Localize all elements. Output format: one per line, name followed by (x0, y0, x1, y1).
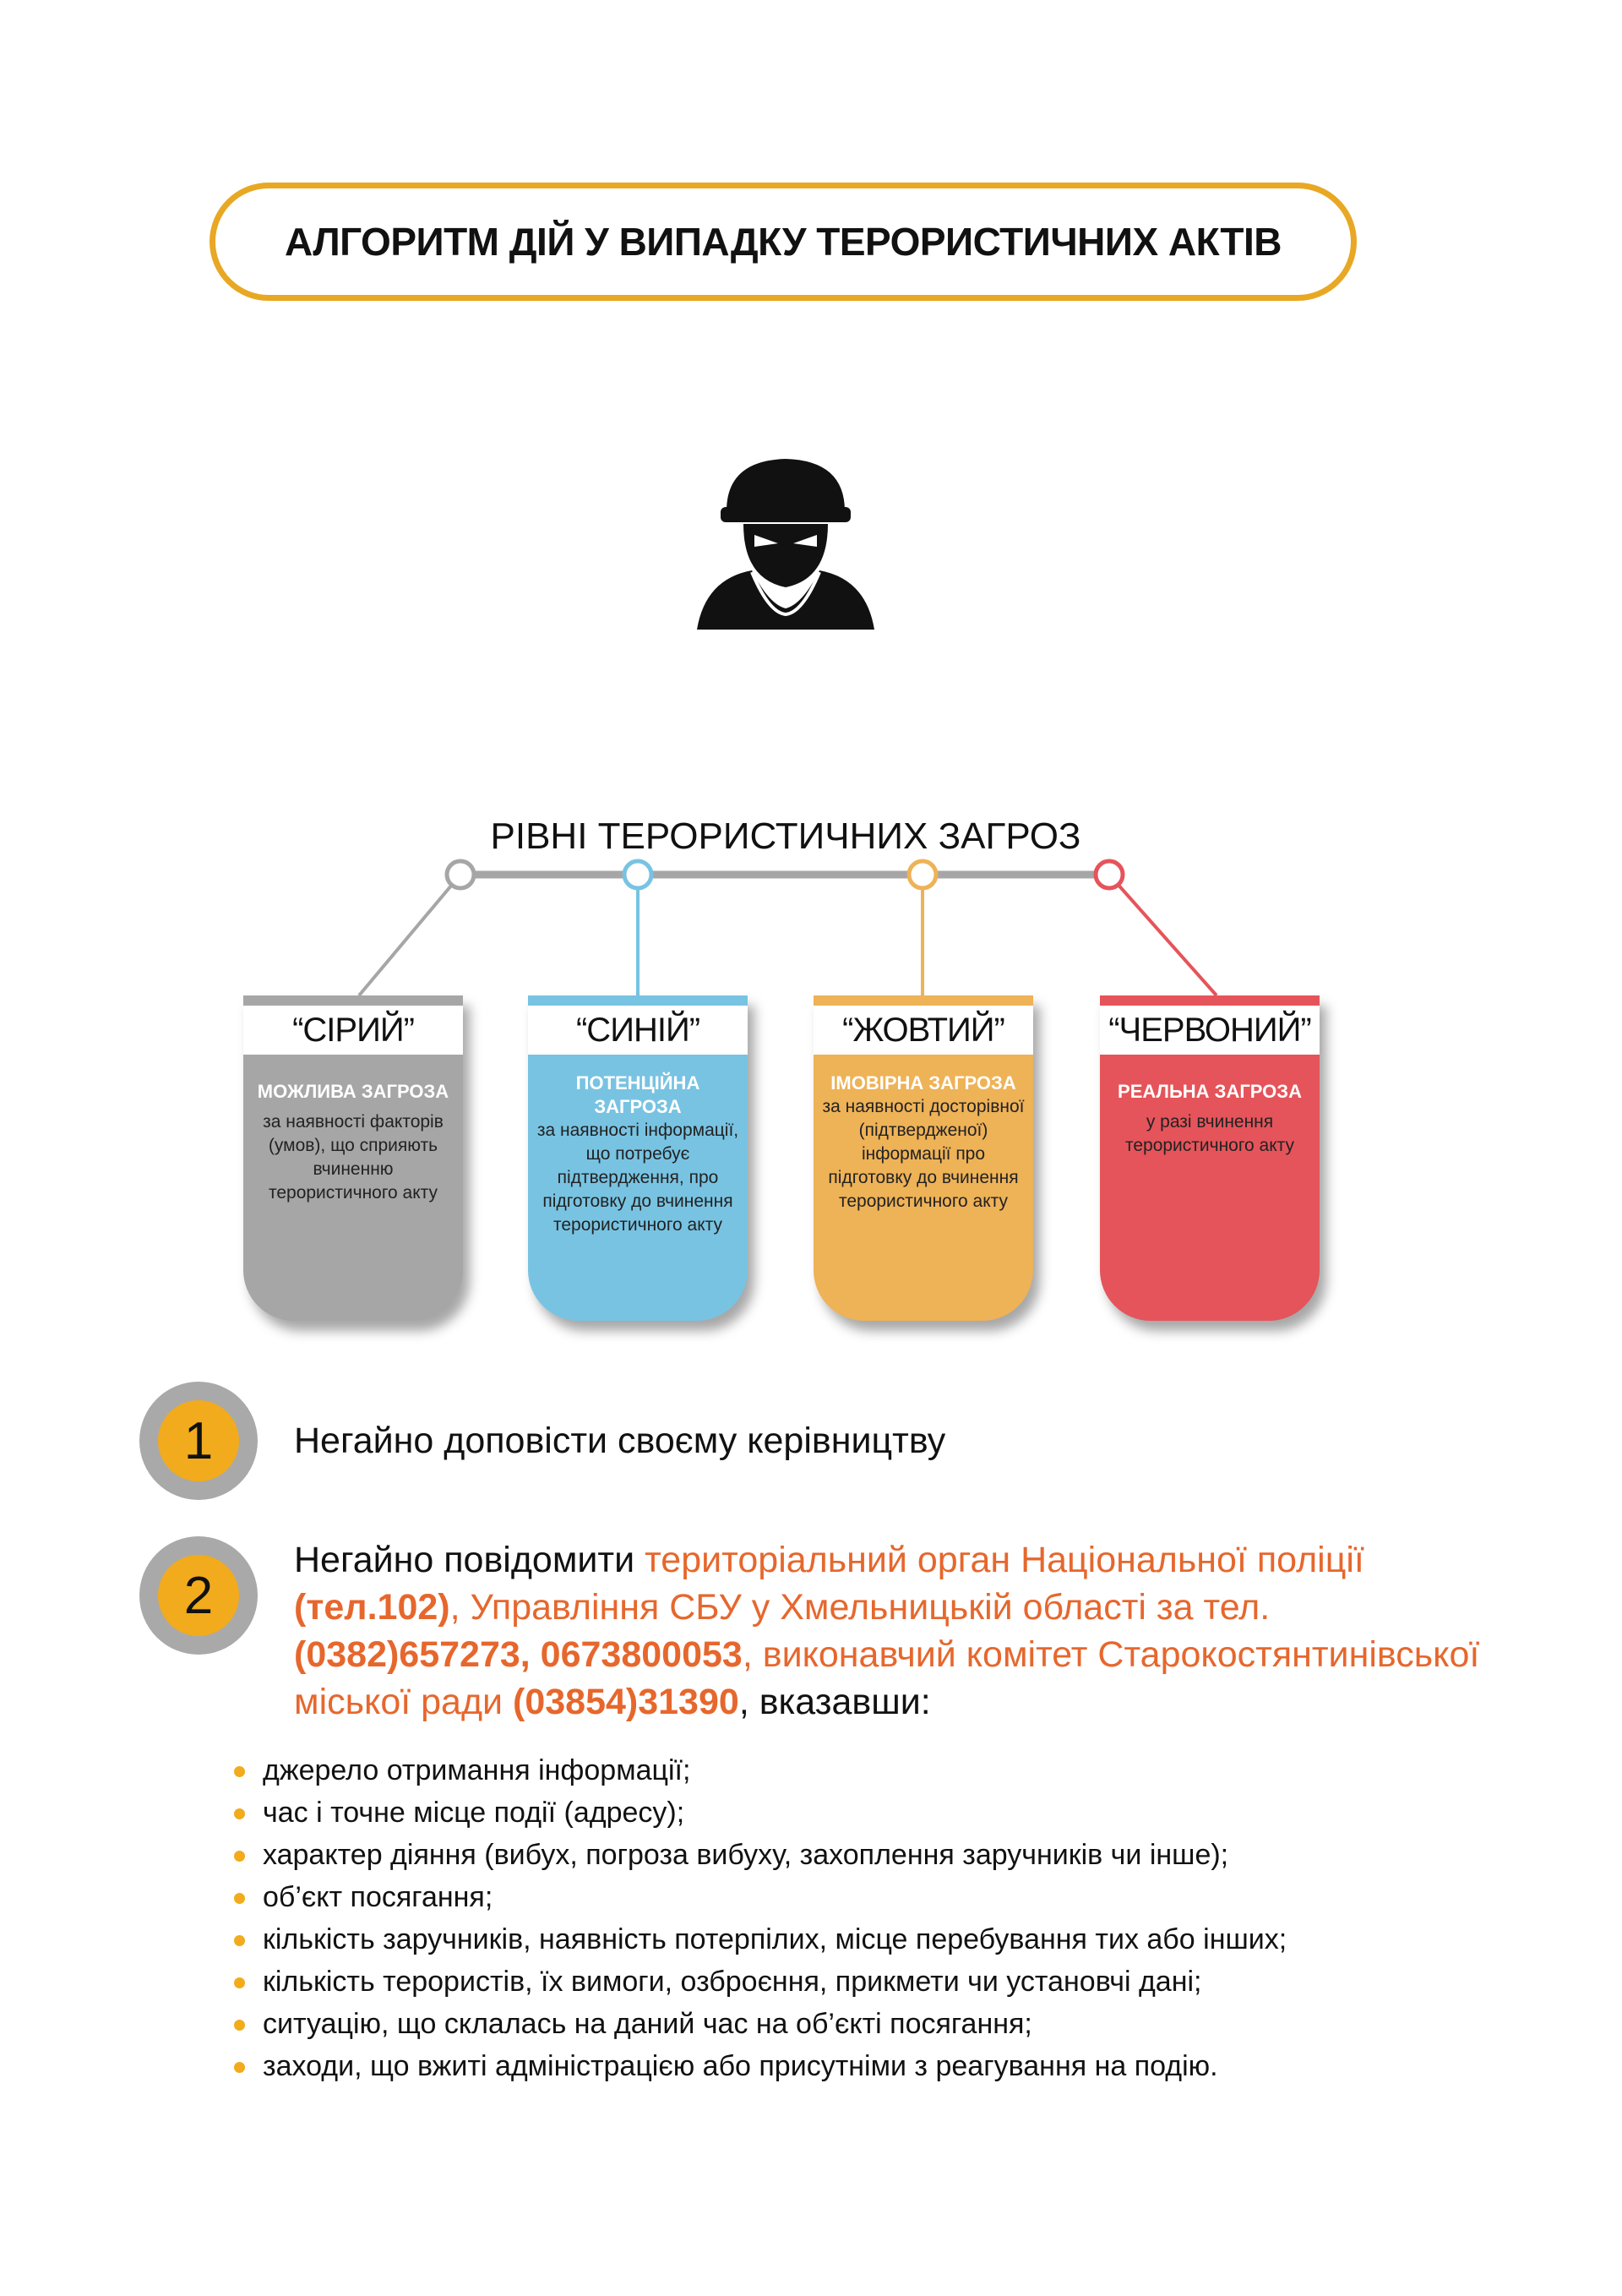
level-name: “ЧЕРВОНИЙ” (1100, 1006, 1320, 1055)
level-description: у разі вчинення терористичного акту (1124, 1112, 1295, 1155)
level-threat: ПОТЕНЦІЙНА ЗАГРОЗА (575, 1072, 700, 1117)
level-threat: РЕАЛЬНА ЗАГРОЗА (1118, 1081, 1302, 1102)
list-item: ситуацію, що склалась на даний час на об… (232, 2003, 1500, 2045)
step-number-badge: 2 (139, 1536, 258, 1655)
level-threat: ІМОВІРНА ЗАГРОЗА (830, 1072, 1016, 1093)
level-name: “СІРИЙ” (243, 1006, 463, 1055)
council-phone: (03854)31390 (513, 1682, 739, 1722)
level-description: за наявності факторів (умов), що сприяют… (263, 1112, 444, 1203)
list-item: характер діяння (вибух, погроза вибуху, … (232, 1834, 1500, 1876)
step-number-badge: 1 (139, 1382, 258, 1500)
step-number: 2 (158, 1555, 239, 1636)
title-banner: АЛГОРИТМ ДІЙ У ВИПАДКУ ТЕРОРИСТИЧНИХ АКТ… (210, 183, 1357, 301)
page-title: АЛГОРИТМ ДІЙ У ВИПАДКУ ТЕРОРИСТИЧНИХ АКТ… (285, 220, 1282, 264)
list-item: джерело отримання інформації; (232, 1749, 1500, 1792)
level-name: “ЖОВТИЙ” (814, 1006, 1033, 1055)
step-2-text: Негайно повідомити територіальний орган … (294, 1536, 1494, 1726)
list-item: заходи, що вжиті адміністрацією або прис… (232, 2045, 1500, 2087)
list-item: кількість заручників, наявність потерпіл… (232, 1918, 1432, 1961)
text: Негайно повідомити (294, 1540, 645, 1580)
council-ref: , виконавчий комітет Старокостянтинівськ… (294, 1634, 1480, 1722)
step-number: 1 (158, 1400, 239, 1481)
levels-heading: РІВНІ ТЕРОРИСТИЧНИХ ЗАГРОЗ (490, 815, 1081, 857)
sbu-phones: (0382)657273, 0673800053 (294, 1634, 743, 1675)
police-phone: (тел.102) (294, 1587, 450, 1628)
level-threat: МОЖЛИВА ЗАГРОЗА (257, 1081, 449, 1102)
level-name: “СИНІЙ” (528, 1006, 748, 1055)
terrorist-emblem (579, 351, 993, 765)
list-item: час і точне місце події (адресу); (232, 1792, 1500, 1834)
list-item: об’єкт посягання; (232, 1876, 1500, 1918)
levels-connector (357, 859, 1218, 997)
level-card-grey: “СІРИЙ” МОЖЛИВА ЗАГРОЗА за наявності фак… (243, 995, 463, 1321)
level-card-red: “ЧЕРВОНИЙ” РЕАЛЬНА ЗАГРОЗА у разі вчинен… (1100, 995, 1320, 1321)
list-item: кількість терористів, їх вимоги, озброєн… (232, 1961, 1500, 2003)
step-1-text: Негайно доповісти своєму керівництву (294, 1421, 946, 1461)
level-description: за наявності досторівної (підтвердженої)… (822, 1097, 1025, 1211)
level-description: за наявності інформації, що потребує під… (536, 1121, 739, 1235)
police-ref: територіальний орган Національної поліці… (645, 1540, 1364, 1580)
text: , вказавши: (738, 1682, 931, 1722)
level-card-blue: “СИНІЙ” ПОТЕНЦІЙНА ЗАГРОЗА за наявності … (528, 995, 748, 1321)
sbu-ref: , Управління СБУ у Хмельницькій області … (449, 1587, 1271, 1628)
masked-person-icon (697, 459, 874, 630)
report-details-list: джерело отримання інформації; час і точн… (232, 1749, 1500, 2087)
level-card-yellow: “ЖОВТИЙ” ІМОВІРНА ЗАГРОЗА за наявності д… (814, 995, 1033, 1321)
